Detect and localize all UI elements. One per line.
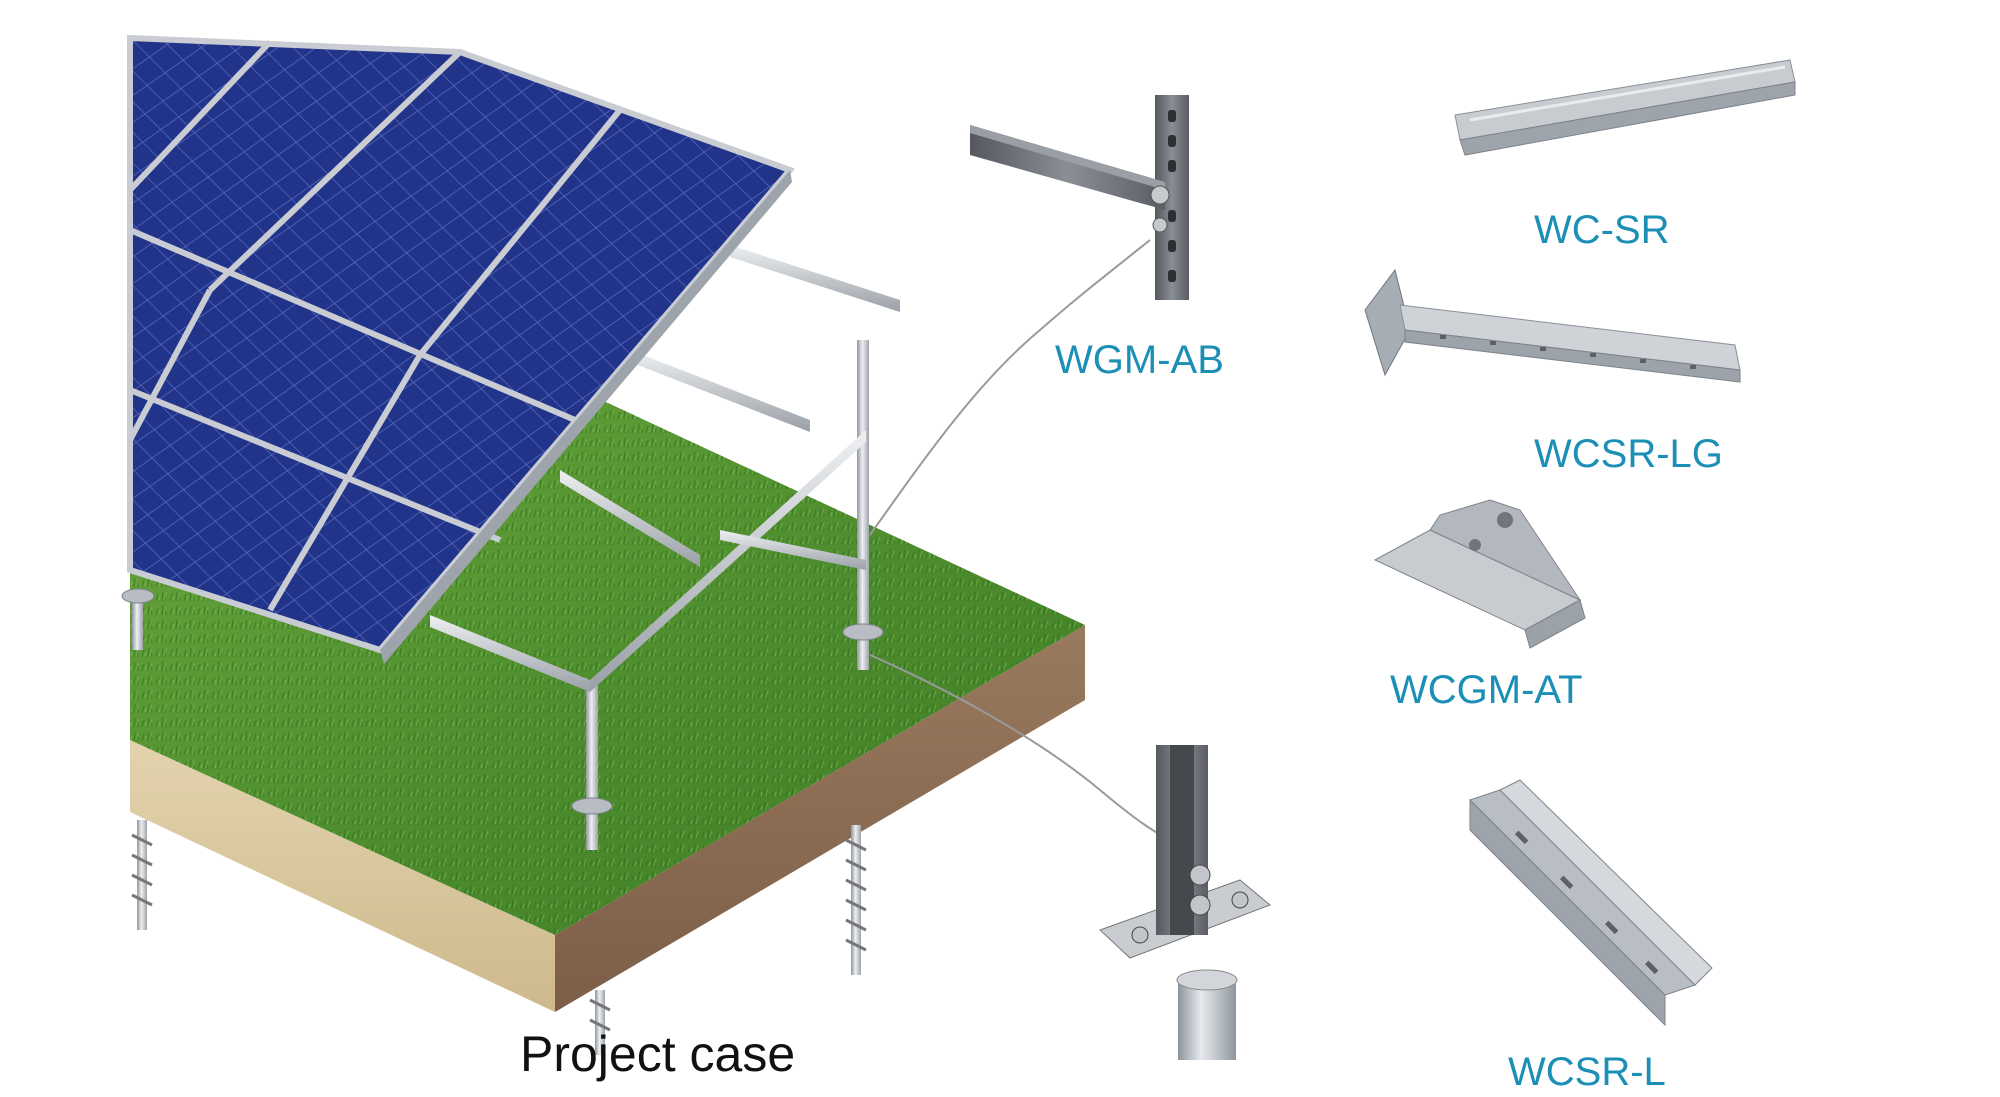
leader-line-base xyxy=(869,654,1171,841)
wgm-ab-detail xyxy=(970,95,1189,300)
label-wcsr-lg: WCSR-LG xyxy=(1534,432,1723,476)
base-connection-detail xyxy=(1099,745,1271,1060)
label-wcgm-at: WCGM-AT xyxy=(1390,668,1583,712)
project-case-caption: Project case xyxy=(520,1026,796,1082)
label-wgm-ab: WGM-AB xyxy=(1055,338,1224,382)
label-wc-sr: WC-SR xyxy=(1534,208,1670,252)
soil-front-face-lower xyxy=(130,740,555,1012)
project-case-scene xyxy=(121,34,1171,1055)
mounting-frame xyxy=(121,245,900,850)
wcsr-lg-part xyxy=(1364,268,1741,383)
wc-sr-part xyxy=(1454,59,1796,156)
label-wcsr-l: WCSR-L xyxy=(1508,1050,1666,1094)
wcsr-l-part xyxy=(1469,779,1713,1027)
soil-side-face xyxy=(555,625,1085,1012)
wcgm-at-part xyxy=(1373,499,1586,649)
solar-panel-array xyxy=(127,34,796,664)
ground-screws xyxy=(131,820,867,1055)
leader-line-wgm-ab xyxy=(869,239,1151,536)
